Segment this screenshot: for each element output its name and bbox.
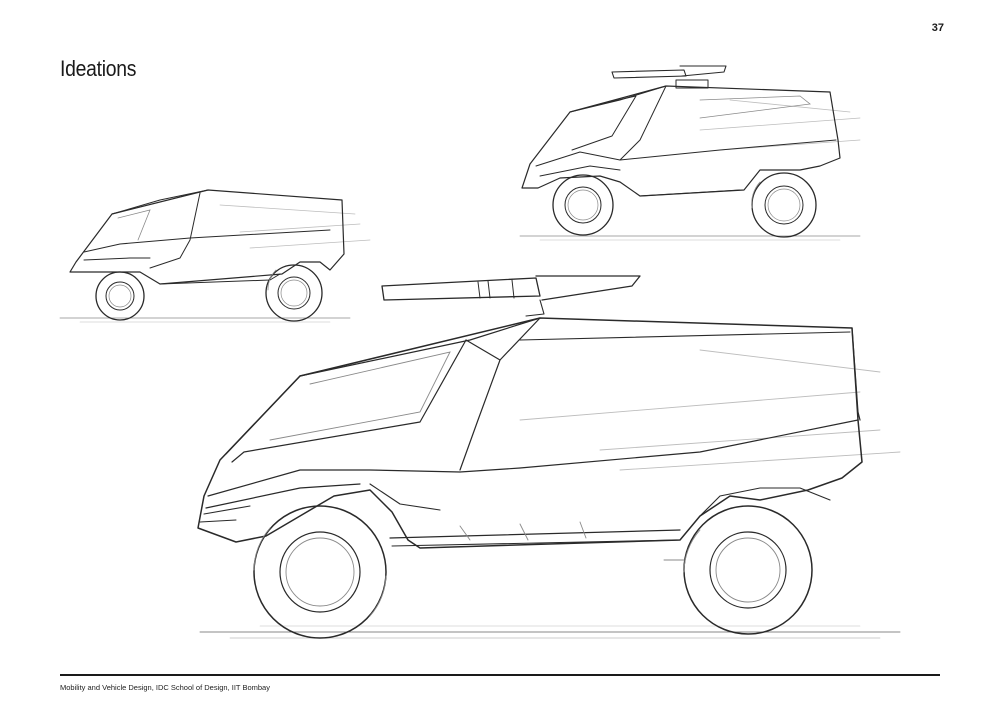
page-number: 37 — [931, 22, 944, 34]
vehicle-sketch-small-left — [59, 189, 371, 323]
vehicle-sketch-large-main — [197, 275, 901, 639]
footer-divider — [60, 674, 940, 676]
page-title: Ideations — [60, 56, 137, 81]
vehicle-sketch-small-top-right — [519, 65, 861, 241]
footer-caption: Mobility and Vehicle Design, IDC School … — [60, 683, 270, 692]
